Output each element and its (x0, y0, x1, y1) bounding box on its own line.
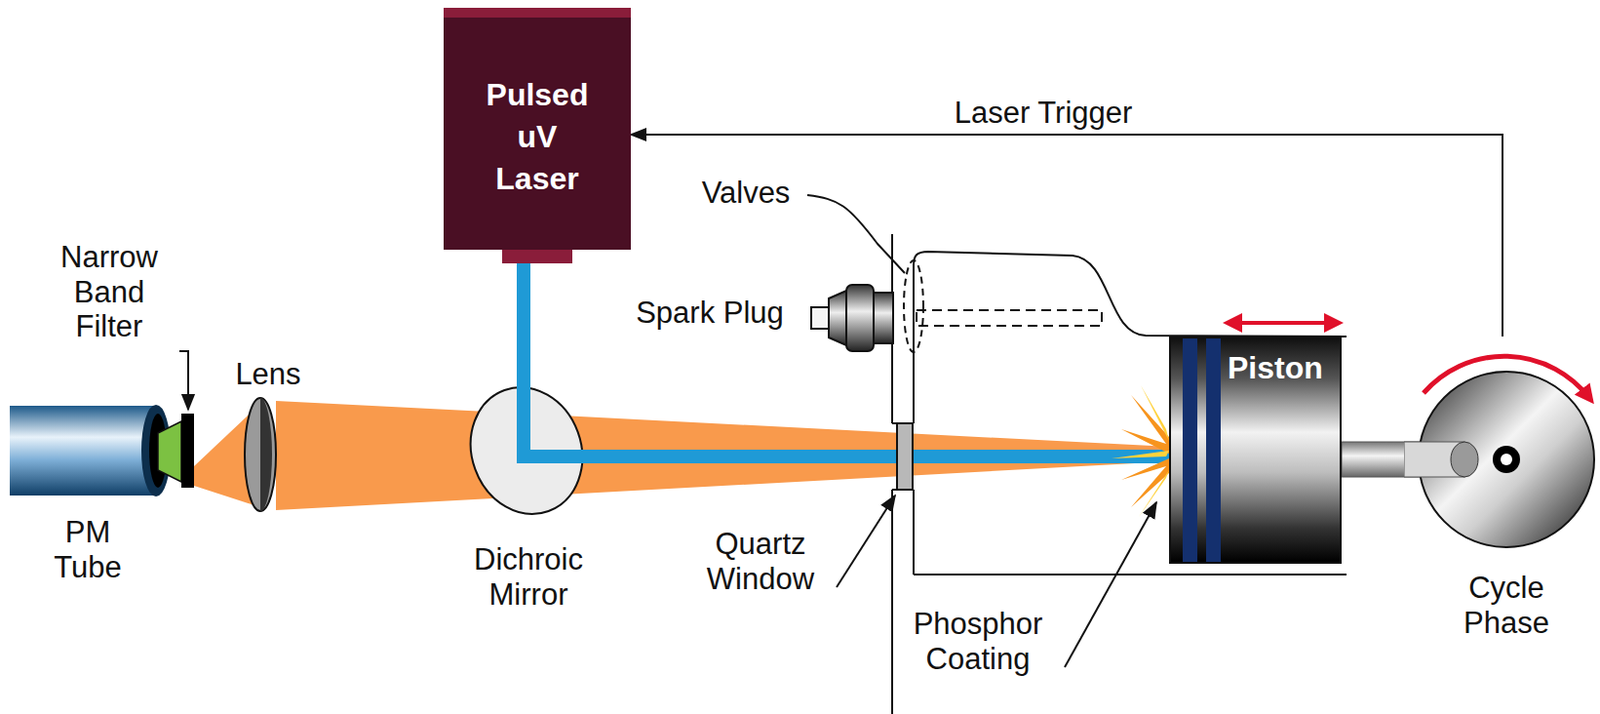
part-label: Dichroic Mirror (456, 542, 601, 612)
part-label: Lens (219, 356, 317, 392)
laser-top (443, 7, 631, 18)
piston-ring (1182, 338, 1198, 562)
part-label: Spark Plug (617, 295, 803, 331)
part-label: Phosphor Coating (895, 606, 1061, 676)
node-label: Pulsed uV Laser (478, 74, 596, 201)
node-label: Cycle Phase (1447, 570, 1565, 640)
part-label: PM Tube (29, 514, 147, 585)
crank-wheel: Cycle Phase (1404, 336, 1599, 629)
laser-box: Pulsed uV Laser (443, 7, 631, 250)
node-label: Piston (1227, 350, 1324, 387)
part-label: Quartz Window (682, 526, 839, 596)
piston: Piston (1169, 336, 1342, 564)
part-label: Valves (687, 175, 805, 211)
piston-ring (1206, 338, 1221, 562)
edge-label: Laser Trigger (950, 95, 1137, 131)
part-label: Narrow Band Filter (37, 239, 182, 345)
